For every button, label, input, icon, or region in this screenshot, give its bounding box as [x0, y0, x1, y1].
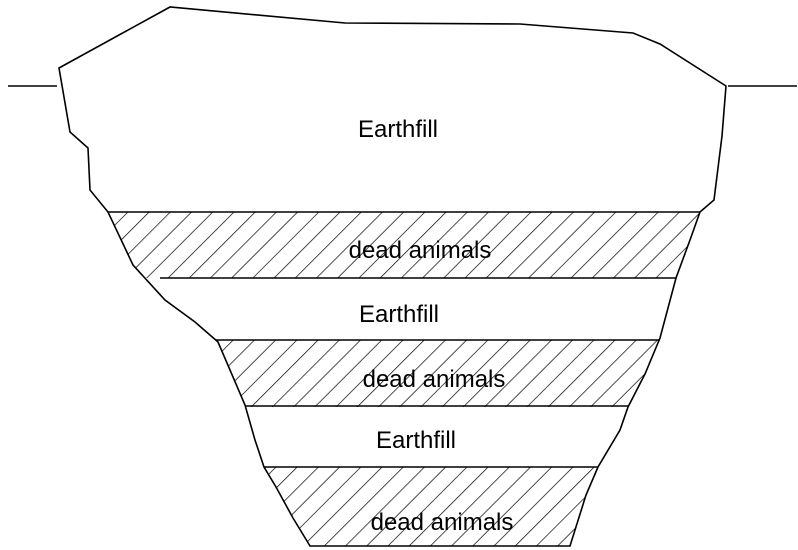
layer-label-dead-animals-1: dead animals	[349, 237, 492, 264]
layer-label-earthfill-2: Earthfill	[359, 301, 439, 328]
layer-label-earthfill-3: Earthfill	[376, 427, 456, 454]
layer-label-dead-animals-3: dead animals	[371, 509, 514, 536]
layer-label-dead-animals-2: dead animals	[363, 366, 506, 393]
layer-label-earthfill-1: Earthfill	[358, 116, 438, 143]
